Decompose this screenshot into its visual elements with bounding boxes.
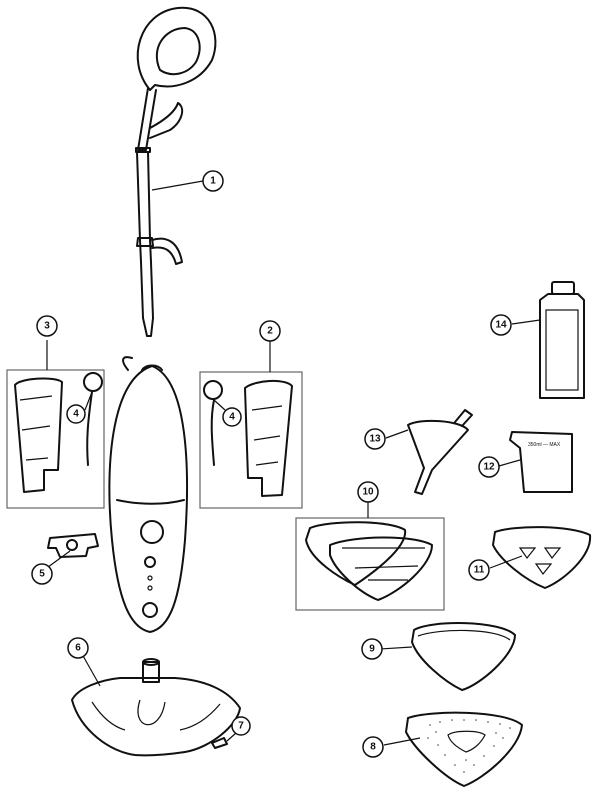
part-triangle-pad	[379, 622, 516, 691]
part-dotted-pad	[383, 711, 523, 787]
callout-8: 8	[362, 736, 384, 758]
callout-5: 5	[31, 563, 53, 585]
svg-text:11: 11	[474, 565, 485, 576]
svg-text:6: 6	[75, 643, 81, 654]
svg-text:1: 1	[210, 176, 216, 187]
part-bottle	[511, 281, 585, 399]
part-mop-head	[71, 653, 241, 757]
svg-text:10: 10	[362, 487, 374, 498]
part-water-tank-left	[6, 340, 105, 509]
svg-text:12: 12	[483, 462, 495, 473]
callout-6: 6	[67, 637, 89, 659]
measuring-cup-marking: 350ml — MAX	[528, 442, 561, 448]
callout-14: 14	[490, 314, 512, 336]
svg-text:5: 5	[39, 569, 45, 580]
callout-1: 1	[202, 170, 224, 192]
part-clip	[43, 533, 99, 571]
part-main-body	[108, 356, 188, 633]
callout-2: 2	[259, 320, 281, 342]
svg-text:13: 13	[369, 434, 381, 445]
svg-text:4: 4	[73, 409, 79, 420]
callout-4b: 4	[222, 407, 242, 427]
svg-text:4: 4	[229, 412, 235, 423]
callout-3: 3	[36, 315, 58, 337]
svg-text:7: 7	[238, 721, 244, 732]
callout-12: 12	[478, 456, 500, 478]
part-carpet-glider	[489, 526, 592, 589]
part-handle-pole	[135, 6, 217, 337]
svg-text:8: 8	[370, 742, 376, 753]
svg-text:3: 3	[44, 321, 50, 332]
svg-text:9: 9	[369, 644, 375, 655]
part-cloth-pads	[295, 502, 445, 611]
part-measuring-cup: 350ml — MAX	[498, 431, 573, 493]
part-screw	[211, 732, 237, 749]
svg-text:2: 2	[267, 326, 273, 337]
callout-10: 10	[357, 481, 379, 503]
callout-11: 11	[468, 559, 490, 581]
pad-dot-texture	[427, 719, 511, 773]
callout-4a: 4	[66, 404, 86, 424]
callout-7: 7	[231, 716, 251, 736]
part-funnel	[385, 409, 473, 495]
svg-text:14: 14	[495, 320, 507, 331]
callout-13: 13	[364, 428, 386, 450]
callout-9: 9	[361, 638, 383, 660]
part-water-tank-right	[199, 340, 303, 509]
